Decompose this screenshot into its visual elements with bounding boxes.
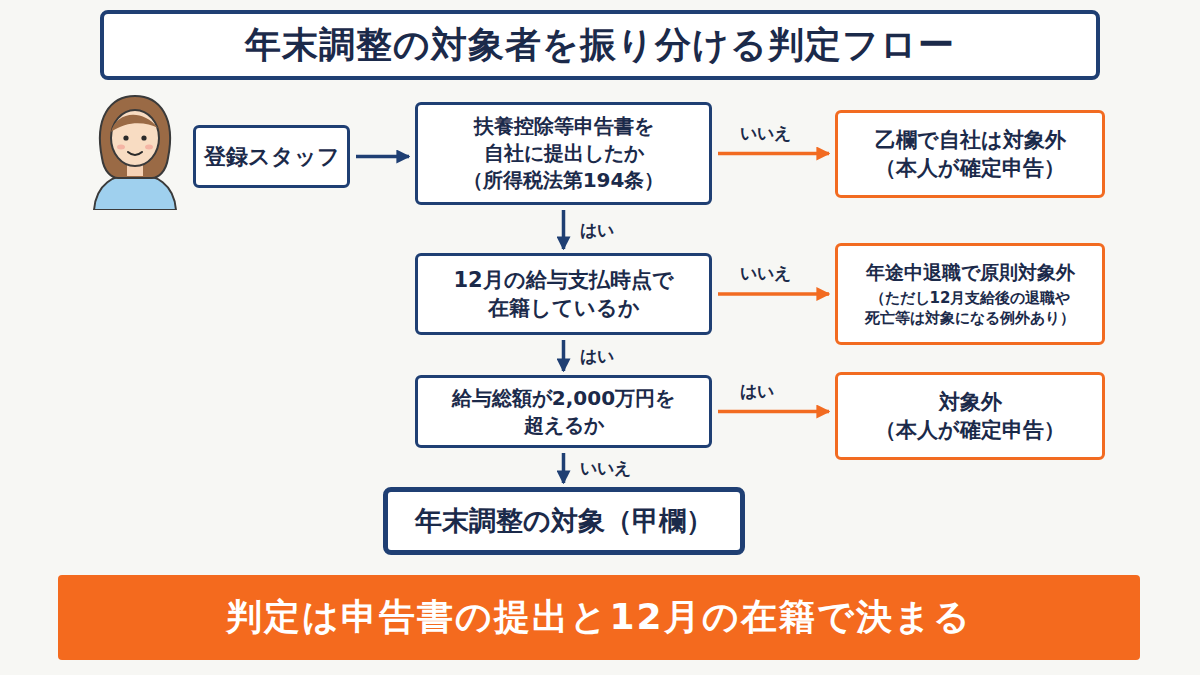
staff-illustration — [80, 88, 190, 210]
node-text: 給与総額が2,000万円を 超えるか — [432, 385, 695, 439]
hair — [100, 96, 170, 178]
eye — [141, 135, 146, 140]
outcome-box: 乙欄で自社は対象外 （本人が確定申告） — [835, 110, 1105, 198]
summary-banner: 判定は申告書の提出と12月の在籍で決まる — [58, 575, 1140, 660]
branch-label: いいえ — [740, 262, 791, 285]
flow-arrow — [718, 410, 829, 414]
node-text: 対象外 （本人が確定申告） — [852, 388, 1088, 445]
flow-arrow — [718, 152, 829, 156]
shirt — [94, 174, 176, 210]
cheek — [117, 145, 125, 150]
decision-box: 扶養控除等申告書を 自社に提出したか （所得税法第194条） — [415, 102, 712, 205]
branch-label: はい — [580, 219, 614, 242]
outcome-box: 年途中退職で原則対象外（ただし12月支給後の退職や 死亡等は対象になる例外あり） — [835, 243, 1105, 345]
node-text: 乙欄で自社は対象外 （本人が確定申告） — [852, 126, 1088, 183]
node-text: 年途中退職で原則対象外 — [866, 260, 1075, 286]
smile — [128, 152, 142, 155]
node-text: 登録スタッフ — [204, 142, 340, 172]
face — [111, 110, 159, 166]
result-box: 年末調整の対象（甲欄） — [383, 487, 745, 555]
node-text: 判定は申告書の提出と12月の在籍で決まる — [226, 593, 971, 642]
flow-arrow — [562, 210, 566, 249]
node-text: 扶養控除等申告書を 自社に提出したか （所得税法第194条） — [432, 113, 695, 194]
diagram-title: 年末調整の対象者を振り分ける判定フロー — [245, 21, 955, 70]
branch-label: はい — [580, 345, 614, 368]
node-text: 12月の給与支払時点で 在籍しているか — [432, 266, 695, 323]
title-box: 年末調整の対象者を振り分ける判定フロー — [100, 10, 1100, 80]
start-box: 登録スタッフ — [193, 125, 350, 188]
flow-arrow — [562, 340, 566, 371]
flow-arrow — [718, 292, 829, 296]
node-note: （ただし12月支給後の退職や 死亡等は対象になる例外あり） — [852, 288, 1088, 329]
branch-label: はい — [740, 380, 774, 403]
flow-arrow — [356, 155, 409, 159]
eye — [123, 135, 128, 140]
fringe — [111, 115, 158, 132]
branch-label: いいえ — [580, 457, 631, 480]
decision-box: 給与総額が2,000万円を 超えるか — [415, 375, 712, 448]
decision-box: 12月の給与支払時点で 在籍しているか — [415, 253, 712, 335]
outcome-box: 対象外 （本人が確定申告） — [835, 372, 1105, 460]
flow-arrow — [562, 453, 566, 483]
branch-label: いいえ — [740, 122, 791, 145]
node-text: 年末調整の対象（甲欄） — [415, 503, 713, 539]
cheek — [145, 145, 153, 150]
